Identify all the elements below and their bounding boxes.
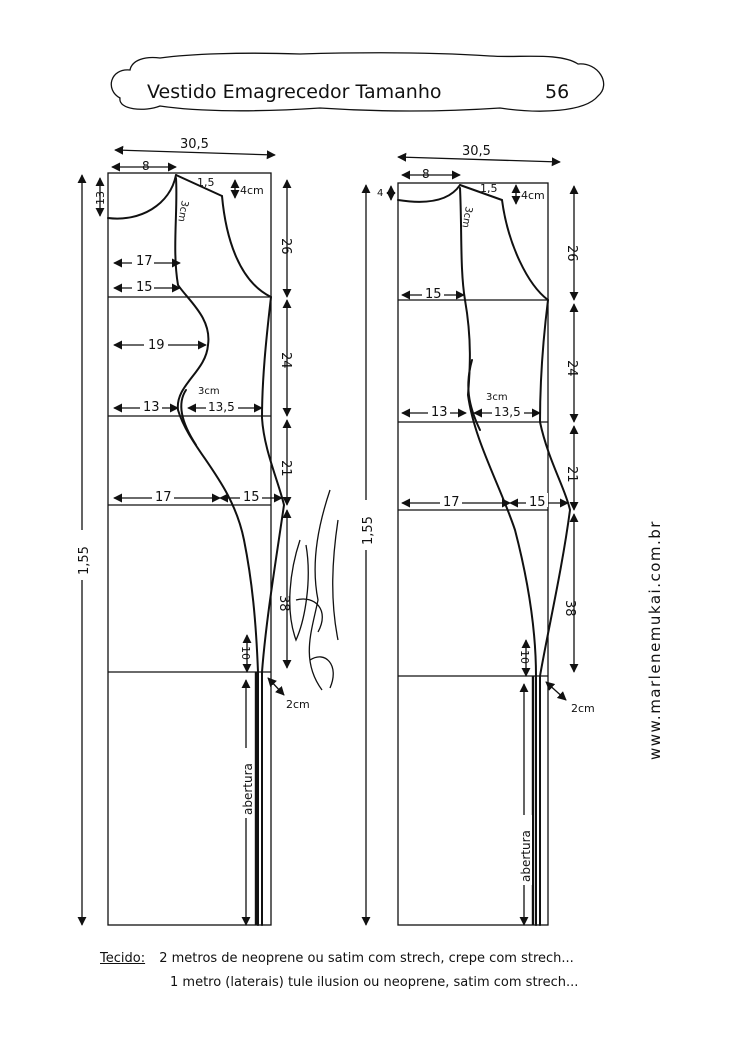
front-seg-armhole-label: 26 (278, 238, 293, 255)
front-seg-hip-label: 21 (278, 460, 293, 477)
front-waist-front-label: 13 (143, 400, 160, 415)
back-side-seam (539, 299, 571, 926)
fabric-label: Tecido: (100, 951, 146, 966)
front-hip-front-label: 17 (155, 490, 172, 505)
front-waist-ease-label: 3cm (198, 386, 220, 397)
website-url: www.marlenemukai.com.br (646, 520, 664, 760)
back-shoulder (459, 184, 503, 201)
front-hip-side-label: 15 (243, 490, 260, 505)
back-inner-seam (459, 187, 537, 926)
front-dart (180, 389, 197, 446)
back-neck-width-label: 8 (422, 167, 430, 181)
footer-line-2: 1 metro (laterais) tule ilusion ou neopr… (170, 975, 578, 990)
front-width-label: 30,5 (180, 137, 209, 152)
front-side-seam (261, 296, 285, 926)
front-bust-width-label: 15 (136, 280, 153, 295)
back-neckline (397, 184, 461, 203)
front-seg-slit-label: 10 (239, 646, 252, 660)
front-shoulder-drop-label: 4cm (240, 184, 264, 197)
back-shoulder-drop-label: 4cm (521, 189, 545, 202)
front-waist-side-label: 13,5 (208, 400, 235, 414)
total-length-right: 1,55 (354, 184, 378, 926)
back-waist-ease-label: 3cm (486, 392, 508, 403)
back-neck-ease-label: 3cm (459, 205, 474, 228)
back-seg-armhole-label: 26 (564, 245, 579, 262)
total-length-left: 1,55 (70, 174, 94, 926)
front-slit-label: abertura (241, 763, 255, 815)
front-armhole (221, 195, 272, 298)
total-length-label-right: 1,55 (361, 516, 376, 545)
front-under-bust-label: 19 (148, 338, 165, 353)
back-neck-depth-label: 4 (377, 188, 383, 199)
back-frame (397, 182, 549, 926)
total-length-label-left: 1,55 (77, 546, 92, 575)
back-hip-side-label: 15 (529, 495, 546, 510)
front-inner-seam (174, 177, 259, 926)
front-bust-line-label: 17 (136, 254, 153, 269)
signature (289, 489, 339, 691)
front-neck-ease-label: 3cm (175, 199, 190, 222)
back-hip-front-label: 17 (443, 495, 460, 510)
back-width-label: 30,5 (462, 144, 491, 159)
back-slit-ease-label: 2cm (571, 702, 595, 715)
front-neck-depth-label: 13 (94, 191, 107, 205)
back-dart (467, 359, 481, 431)
front-slit-ease-label: 2cm (286, 698, 310, 711)
back-shoulder-label: 1,5 (480, 182, 498, 195)
back-panel: 30,5 8 4 1,5 4cm 3cm 15 13 13,5 3cm 17 1… (377, 144, 595, 926)
front-neck-width-label: 8 (142, 159, 150, 173)
front-shoulder-label: 1,5 (197, 176, 215, 189)
back-seg-hip-label: 21 (564, 466, 579, 483)
back-slit-label: abertura (519, 830, 533, 882)
back-armhole (501, 199, 549, 301)
front-seg-waist-label: 24 (278, 352, 293, 369)
footer-line-1: Tecido: 2 metros de neoprene ou satim co… (100, 951, 574, 966)
back-seg-knee-label: 38 (562, 600, 577, 617)
fabric-line-2: 1 metro (laterais) tule ilusion ou neopr… (170, 975, 579, 990)
fabric-line-1: 2 metros de neoprene ou satim com strech… (159, 951, 574, 966)
front-frame (107, 172, 272, 926)
front-panel: 30,5 8 13 1,5 4cm 3cm 17 15 19 13 13,5 3… (94, 137, 310, 926)
back-waist-side-label: 13,5 (494, 405, 521, 419)
back-seg-waist-label: 24 (564, 360, 579, 377)
back-waist-front-label: 13 (431, 405, 448, 420)
front-shoulder (175, 174, 223, 197)
front-seg-knee-label: 38 (276, 595, 291, 612)
size-number: 56 (545, 81, 569, 103)
back-seg-slit-label: 10 (518, 650, 531, 664)
back-bust-width-label: 15 (425, 287, 442, 302)
title-cloud: Vestido Emagrecedor Tamanho 56 (110, 52, 605, 112)
title-text: Vestido Emagrecedor Tamanho (147, 81, 442, 103)
front-neckline (107, 174, 177, 220)
